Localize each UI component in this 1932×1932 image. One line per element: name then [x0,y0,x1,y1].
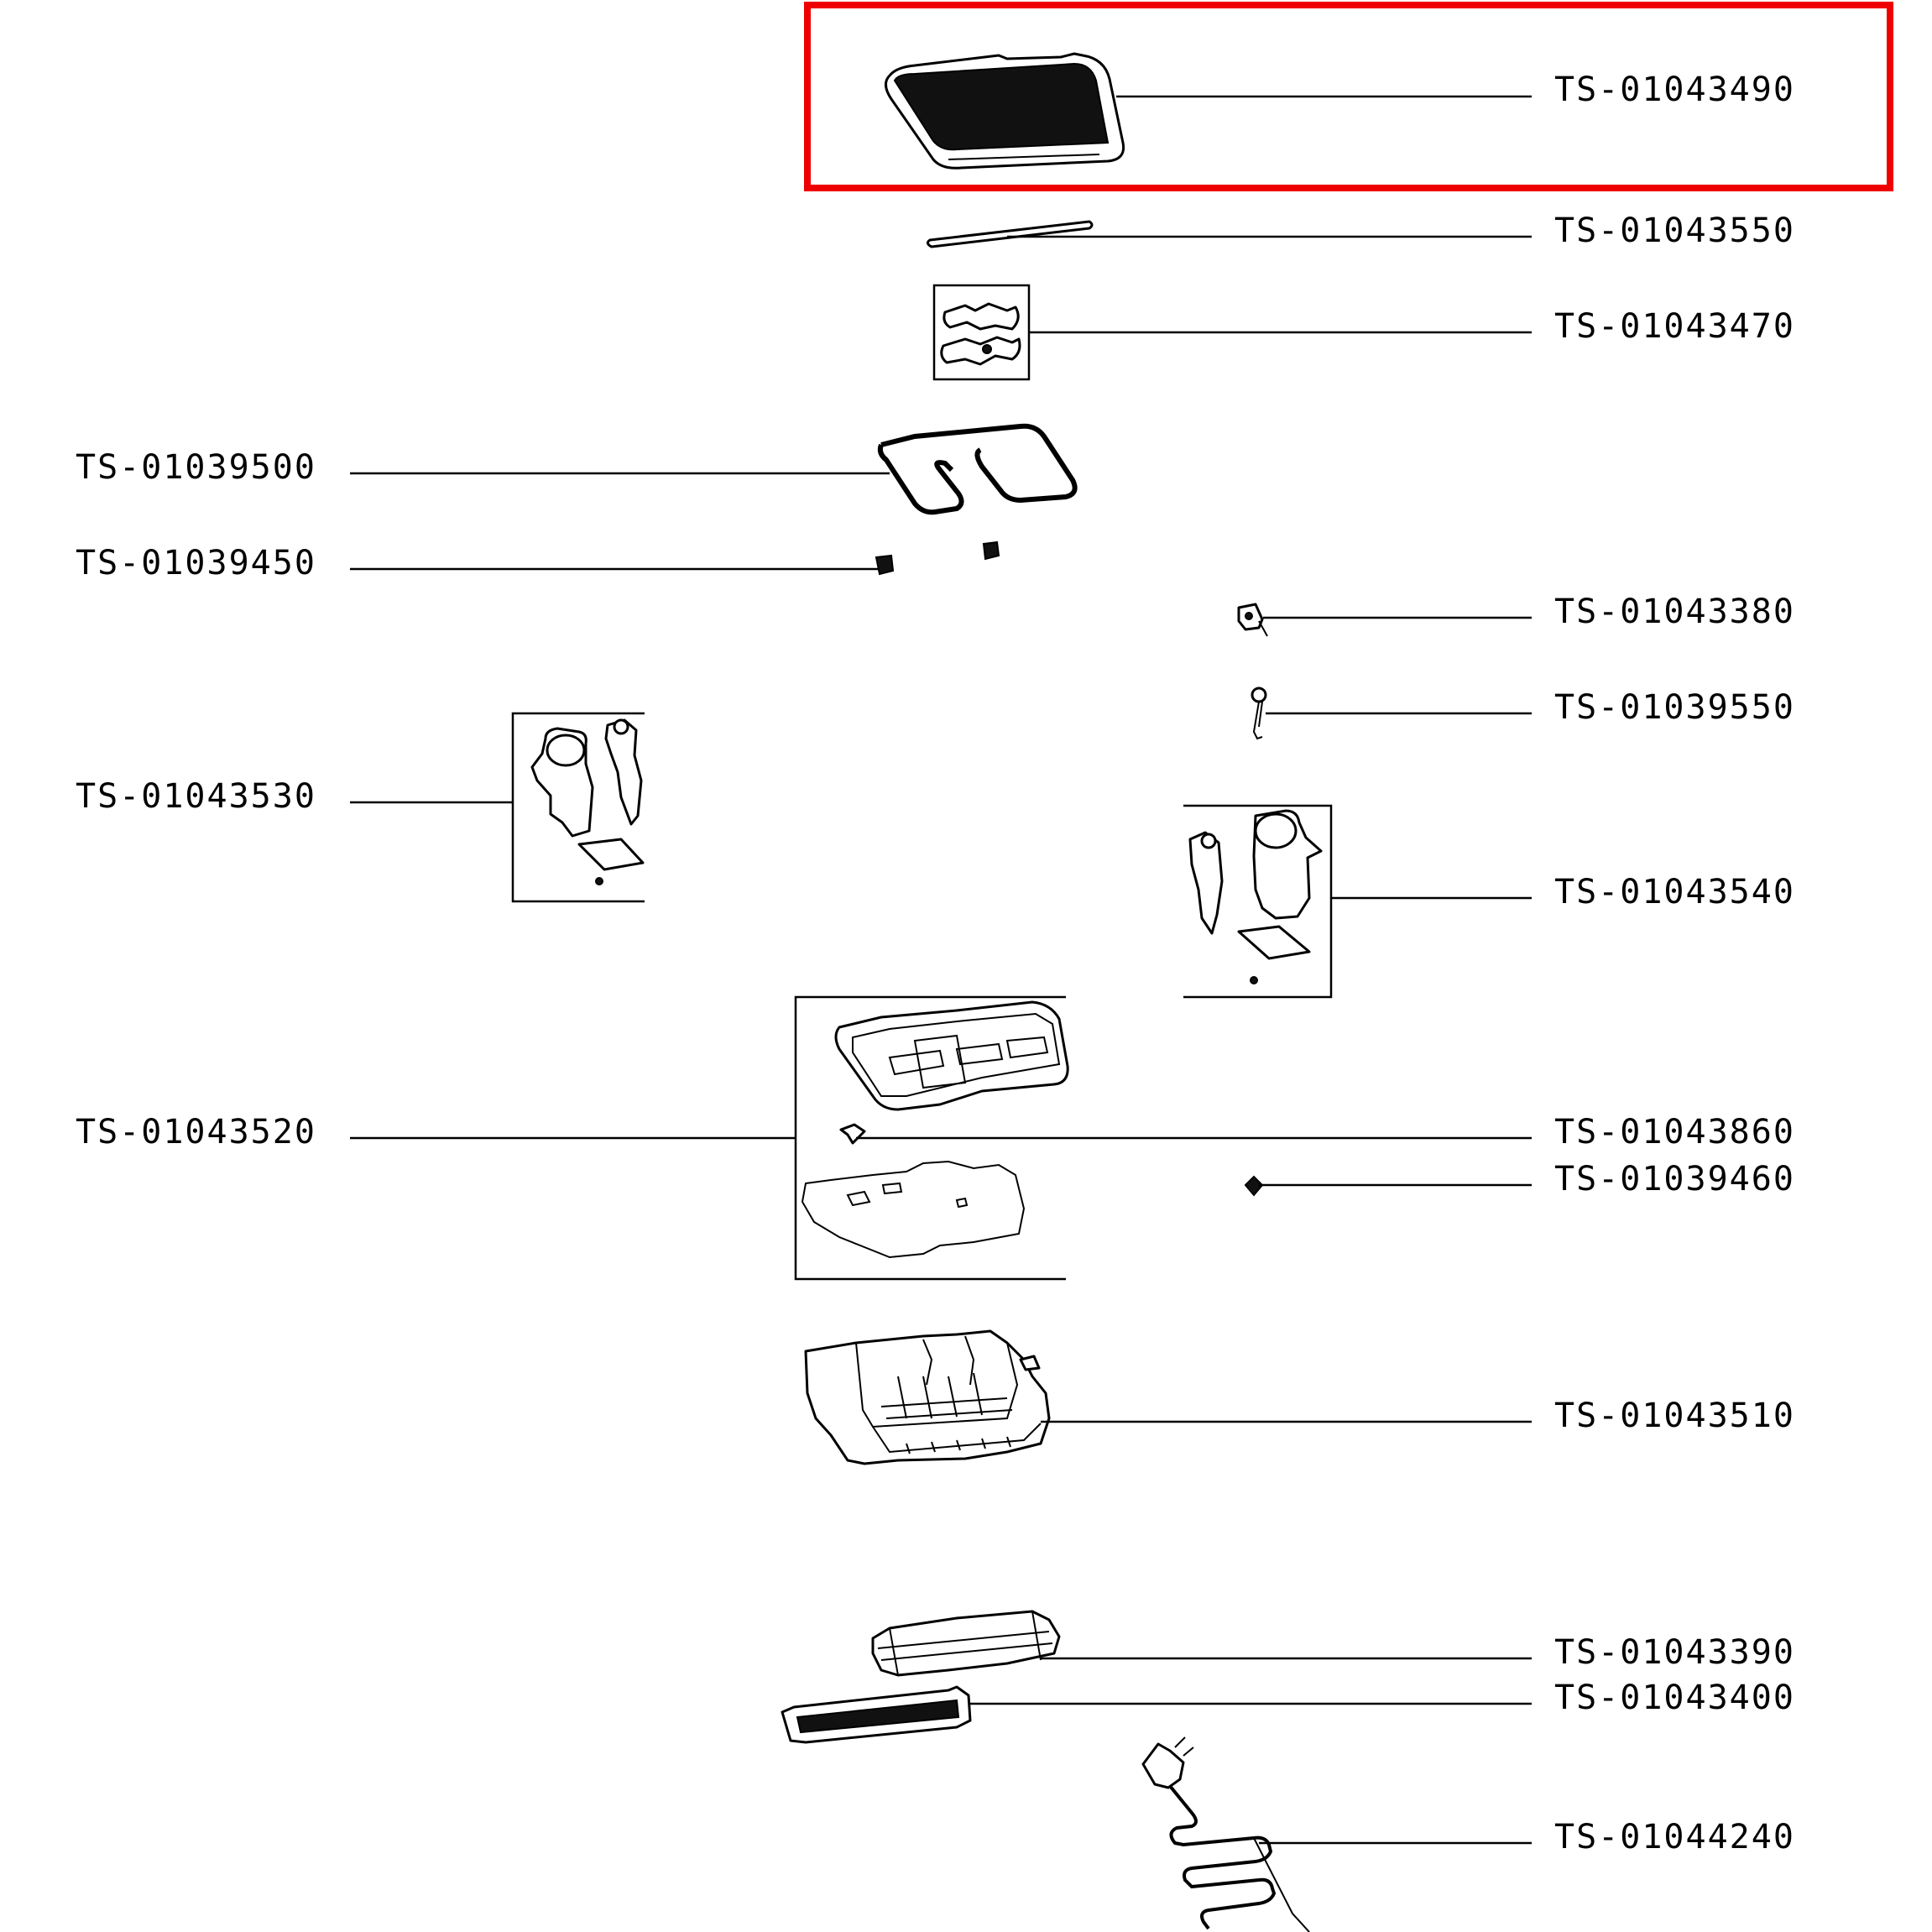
handle-icon[interactable] [781,1685,972,1744]
part-ref-label: TS-01044240 [1554,1818,1795,1856]
drip-tray-icon[interactable] [871,1610,1061,1677]
power-cord-icon[interactable] [1141,1736,1310,1932]
heating-element-icon[interactable] [877,423,1078,515]
part-ref-label: TS-01043380 [1554,593,1795,631]
hinge-icon[interactable] [932,284,1031,381]
part-ref-label: TS-01039550 [1554,688,1795,727]
part-ref-label: TS-01043470 [1554,307,1795,346]
part-ref-label: TS-01043390 [1554,1633,1795,1672]
part-ref-label: TS-01043520 [76,1113,316,1151]
probe-icon[interactable] [1251,687,1267,740]
rod-icon[interactable] [926,220,1094,248]
part-ref-label: TS-01039460 [1554,1160,1795,1198]
lower-plate-icon[interactable] [794,995,1069,1281]
part-ref-label: TS-01043550 [1554,211,1795,250]
thermostat-icon[interactable] [1237,603,1268,637]
part-ref-label: TS-01043490 [1554,70,1795,109]
hinge-assembly-icon[interactable] [511,712,645,903]
housing-icon[interactable] [804,1329,1051,1465]
part-ref-label: TS-01043540 [1554,873,1795,911]
part-ref-label: TS-01043510 [1554,1397,1795,1435]
grill-plate-icon[interactable] [885,52,1125,170]
part-ref-label: TS-01043860 [1554,1113,1795,1151]
highlight-box [804,2,1893,191]
part-ref-label: TS-01043400 [1554,1679,1795,1717]
part-ref-label: TS-01043530 [76,777,316,816]
clip-icon[interactable] [875,540,1000,576]
hinge-assembly-icon[interactable] [1183,804,1333,999]
part-ref-label: TS-01039450 [76,544,316,582]
part-ref-label: TS-01039500 [76,448,316,487]
